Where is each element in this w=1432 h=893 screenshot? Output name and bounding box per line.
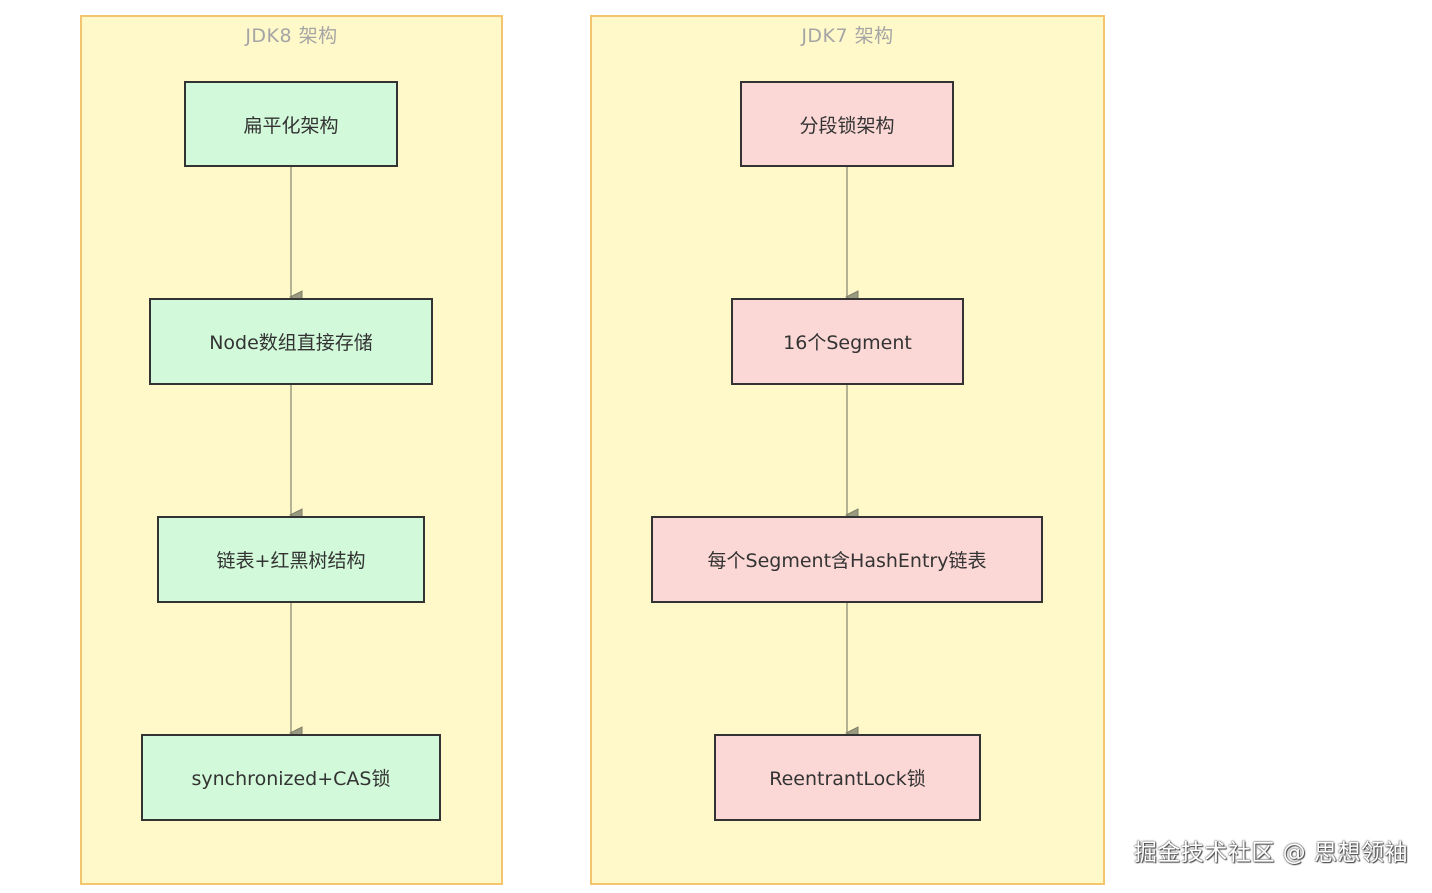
jdk7-node-16-segments: 16个Segment	[731, 298, 964, 385]
jdk8-node-flat-architecture: 扁平化架构	[184, 81, 398, 167]
jdk8-node-node-array: Node数组直接存储	[149, 298, 433, 385]
jdk7-node-reentrantlock: ReentrantLock锁	[714, 734, 981, 821]
jdk7-node-hashentry-list: 每个Segment含HashEntry链表	[651, 516, 1043, 603]
jdk7-lane-title: JDK7 架构	[801, 25, 894, 47]
jdk8-lane-title: JDK8 架构	[245, 25, 338, 47]
jdk7-node-segment-lock: 分段锁架构	[740, 81, 954, 167]
jdk8-node-sync-cas: synchronized+CAS锁	[141, 734, 441, 821]
jdk8-node-list-rbtree: 链表+红黑树结构	[157, 516, 425, 603]
watermark: 掘金技术社区 @ 思想领袖	[1133, 840, 1408, 866]
